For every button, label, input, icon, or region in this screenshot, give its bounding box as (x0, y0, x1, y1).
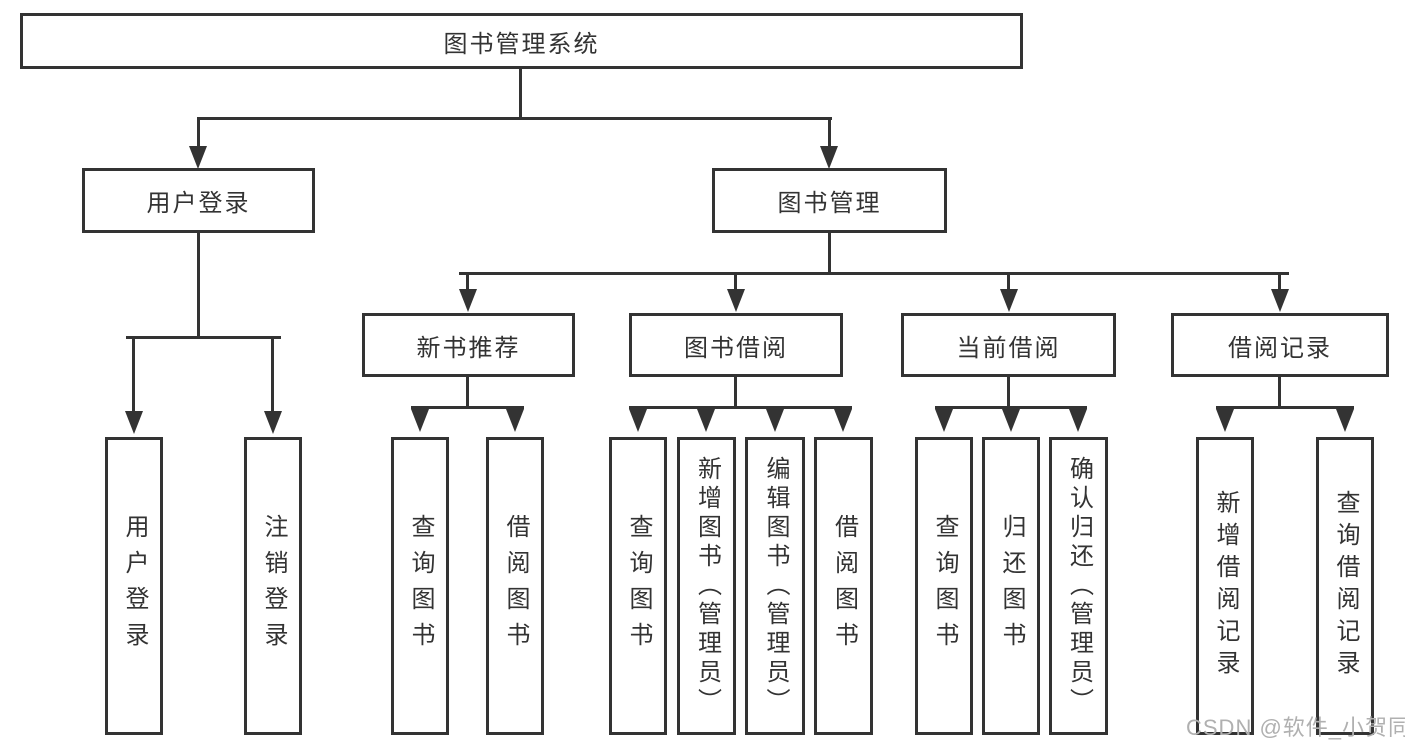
connector-line (734, 377, 737, 406)
connector-line (197, 117, 832, 120)
connector-line (1216, 406, 1354, 409)
arrow-down-icon (629, 409, 647, 432)
leaf-confirm-return-admin: 确认归还（管理员） (1049, 437, 1108, 735)
leaf-query-books-borrow: 查询图书 (609, 437, 667, 735)
node-current-borrow: 当前借阅 (901, 313, 1116, 377)
arrow-down-icon (727, 289, 745, 312)
arrow-down-icon (1069, 409, 1087, 432)
connector-line (1007, 377, 1010, 406)
leaf-logout: 注销登录 (244, 437, 302, 735)
node-book-borrow: 图书借阅 (629, 313, 843, 377)
node-user-login: 用户登录 (82, 168, 315, 233)
arrow-down-icon (1271, 289, 1289, 312)
leaf-add-borrow-record: 新增借阅记录 (1196, 437, 1254, 735)
connector-line (519, 68, 522, 117)
connector-line (828, 233, 831, 272)
arrow-down-icon (820, 146, 838, 169)
node-new-book-recommend: 新书推荐 (362, 313, 575, 377)
connector-line (1278, 377, 1281, 406)
connector-line (734, 272, 737, 289)
connector-line (629, 406, 852, 409)
leaf-user-login: 用户登录 (105, 437, 163, 735)
connector-line (935, 406, 1087, 409)
arrow-down-icon (506, 409, 524, 432)
arrow-down-icon (1002, 409, 1020, 432)
arrow-down-icon (766, 409, 784, 432)
connector-line (459, 272, 1289, 275)
connector-line (126, 336, 281, 339)
arrow-down-icon (1336, 409, 1354, 432)
arrow-down-icon (935, 409, 953, 432)
arrow-down-icon (1000, 289, 1018, 312)
connector-line (197, 117, 200, 147)
connector-line (411, 406, 524, 409)
leaf-query-books-current: 查询图书 (915, 437, 973, 735)
arrow-down-icon (697, 409, 715, 432)
leaf-borrow-books-borrow: 借阅图书 (814, 437, 873, 735)
arrow-down-icon (125, 411, 143, 434)
arrow-down-icon (834, 409, 852, 432)
leaf-query-books-recommend: 查询图书 (391, 437, 449, 735)
arrow-down-icon (459, 289, 477, 312)
leaf-add-book-admin: 新增图书（管理员） (677, 437, 736, 735)
connector-line (1278, 272, 1281, 289)
leaf-borrow-books-recommend: 借阅图书 (486, 437, 544, 735)
arrow-down-icon (1216, 409, 1234, 432)
node-borrow-records: 借阅记录 (1171, 313, 1389, 377)
leaf-return-books: 归还图书 (982, 437, 1040, 735)
leaf-query-borrow-record: 查询借阅记录 (1316, 437, 1374, 735)
connector-line (466, 272, 469, 289)
node-book-management: 图书管理 (712, 168, 947, 233)
connector-line (132, 336, 135, 411)
csdn-watermark: CSDN @软件_小贺同学 (1186, 715, 1405, 740)
connector-line (828, 117, 831, 147)
leaf-edit-book-admin: 编辑图书（管理员） (745, 437, 805, 735)
node-library-management-system: 图书管理系统 (20, 13, 1023, 69)
connector-line (271, 336, 274, 411)
arrow-down-icon (411, 409, 429, 432)
arrow-down-icon (264, 411, 282, 434)
connector-line (197, 232, 200, 336)
connector-line (466, 377, 469, 406)
arrow-down-icon (189, 146, 207, 169)
connector-line (1007, 272, 1010, 289)
